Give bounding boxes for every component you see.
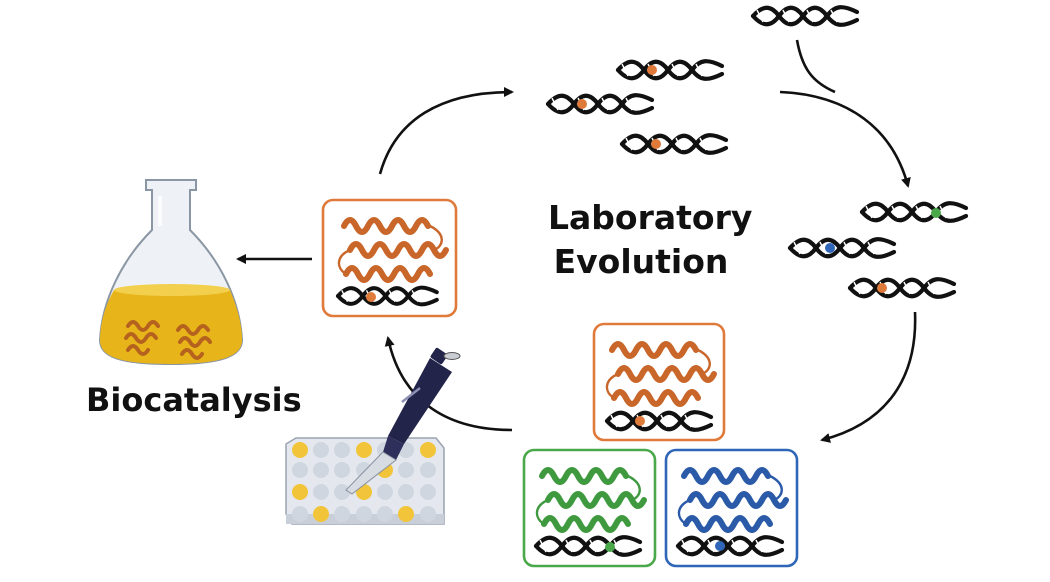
erlenmeyer-flask-icon — [98, 179, 244, 366]
mutation-dot-orange — [647, 65, 657, 75]
laboratory-evolution-line2: Evolution — [553, 242, 729, 281]
arrow-to-top — [378, 87, 514, 175]
mutation-dot-orange — [635, 416, 645, 426]
dna-helix-icon — [850, 279, 954, 297]
arrow-top-dna-down — [795, 39, 836, 94]
mutation-dot-orange — [651, 139, 661, 149]
biocatalysis-label: Biocatalysis — [86, 381, 302, 419]
mutation-dot-blue — [715, 541, 725, 551]
dna-library-right — [790, 203, 966, 297]
arrow-right-to-bottom — [820, 311, 917, 443]
dna-helix-icon — [548, 95, 652, 113]
variant-box-orange — [592, 322, 726, 442]
mutation-dot-orange — [577, 99, 587, 109]
pipette-icon — [345, 347, 461, 495]
dna-library-top — [548, 7, 857, 153]
arrow-top-to-right — [779, 90, 911, 188]
mutation-dot-orange — [366, 292, 376, 302]
laboratory-evolution-label: Laboratory Evolution — [548, 196, 753, 284]
laboratory-evolution-line1: Laboratory — [548, 198, 753, 237]
variant-box-green — [522, 448, 657, 568]
dna-helix-icon — [753, 7, 857, 25]
dna-helix-icon — [622, 135, 726, 153]
mutation-dot-blue — [825, 243, 835, 253]
dna-helix-icon — [618, 61, 722, 79]
selected-variant-box — [321, 198, 458, 318]
mutation-dot-orange — [877, 283, 887, 293]
mutation-dot-green — [931, 208, 941, 218]
variant-box-blue — [664, 448, 799, 568]
dna-helix-icon — [862, 203, 966, 221]
mutation-dot-green — [605, 542, 615, 552]
dna-helix-icon — [790, 239, 894, 257]
